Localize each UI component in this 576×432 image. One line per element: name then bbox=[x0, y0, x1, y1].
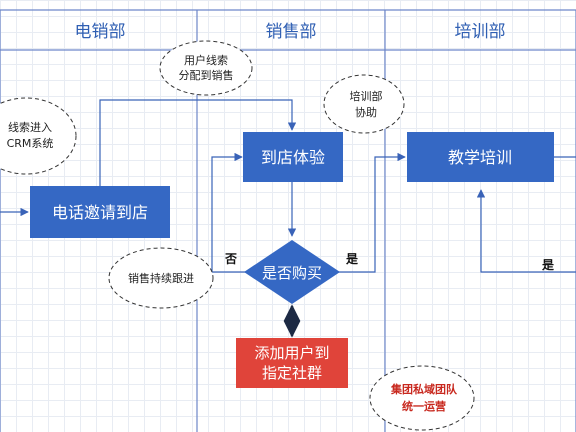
note-group-line2: 统一运营 bbox=[402, 399, 446, 413]
lane-title-telesales: 电销部 bbox=[75, 22, 126, 42]
node-store-experience-label: 到店体验 bbox=[261, 148, 325, 167]
node-decision[interactable]: 是否购买 bbox=[244, 240, 340, 304]
edge-invite-to-experience bbox=[99, 99, 297, 186]
edge-label-no: 否 bbox=[224, 252, 237, 266]
edge-label-yes-right: 是 bbox=[541, 258, 555, 272]
lane-title-sales: 销售部 bbox=[266, 22, 317, 42]
node-add-user-line2: 指定社群 bbox=[262, 364, 322, 382]
edge-no-loop bbox=[211, 152, 246, 273]
note-assign-line1: 用户线索 bbox=[184, 53, 228, 67]
edge-yes-to-training bbox=[338, 152, 406, 273]
connectors bbox=[0, 99, 576, 338]
node-phone-invite-label: 电话邀请到店 bbox=[52, 203, 148, 222]
note-crm-line1: 线索进入 bbox=[8, 120, 52, 134]
note-group-ops: 集团私域团队 统一运营 bbox=[369, 365, 475, 431]
note-assign: 用户线索 分配到销售 bbox=[159, 40, 253, 96]
note-training-help: 培训部 协助 bbox=[323, 74, 405, 134]
node-phone-invite[interactable]: 电话邀请到店 bbox=[30, 186, 170, 238]
note-training-line1: 培训部 bbox=[350, 89, 383, 103]
node-add-user-line1: 添加用户到 bbox=[254, 344, 329, 362]
edge-right-return bbox=[476, 189, 576, 273]
node-teaching-label: 教学培训 bbox=[448, 148, 512, 167]
node-decision-label: 是否购买 bbox=[262, 264, 322, 282]
node-store-experience[interactable]: 到店体验 bbox=[243, 132, 343, 182]
note-followup: 销售持续跟进 bbox=[108, 247, 214, 309]
note-followup-text: 销售持续跟进 bbox=[128, 271, 194, 285]
node-teaching[interactable]: 教学培训 bbox=[407, 132, 554, 182]
note-crm: 线索进入 CRM系统 bbox=[0, 97, 77, 175]
lane-title-training: 培训部 bbox=[455, 22, 506, 42]
edge-label-yes: 是 bbox=[345, 252, 359, 266]
note-training-line2: 协助 bbox=[355, 105, 377, 119]
note-crm-line2: CRM系统 bbox=[7, 137, 54, 150]
node-add-user-group[interactable]: 添加用户到 指定社群 bbox=[236, 338, 348, 388]
note-group-line1: 集团私域团队 bbox=[390, 382, 458, 396]
note-assign-line2: 分配到销售 bbox=[179, 68, 234, 82]
